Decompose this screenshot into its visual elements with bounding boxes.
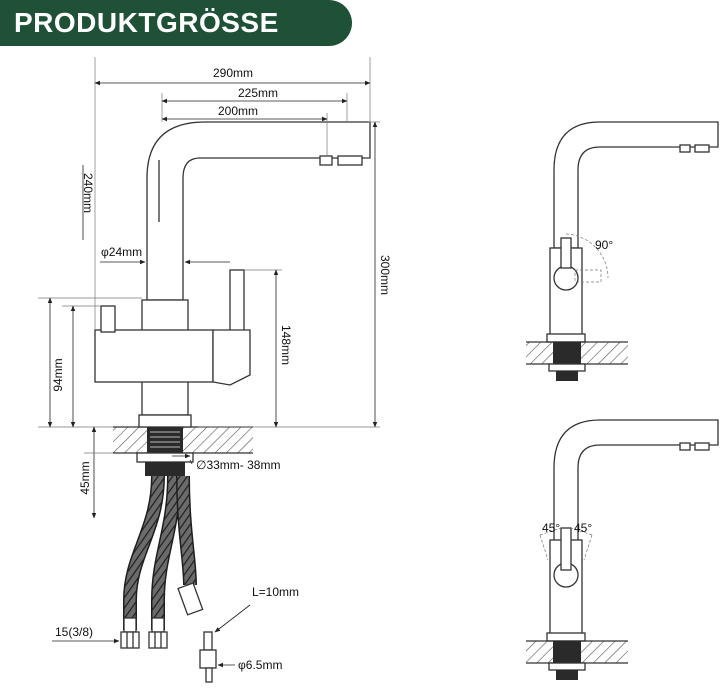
filter-outlet — [337, 155, 363, 166]
dimension-lines — [38, 57, 380, 644]
hose-filter — [177, 475, 196, 586]
mixer-block — [94, 329, 214, 383]
title-banner: PRODUKTGRÖSSE — [0, 0, 352, 46]
dim-total-height: 300mm — [378, 255, 392, 295]
angle-tilt-right: 45° — [574, 521, 592, 535]
dim-body-diameter: φ24mm — [101, 245, 142, 259]
filter-lever — [100, 305, 116, 333]
dim-base-height: 94mm — [51, 358, 65, 391]
hose-right — [152, 475, 180, 630]
dim-shank-length: 45mm — [78, 461, 92, 494]
dim-total-width: 290mm — [213, 66, 253, 80]
lever-housing — [212, 329, 251, 386]
pipe-fitting — [199, 631, 217, 683]
side-view-rotation — [526, 121, 719, 381]
dim-spout-reach-outer: 225mm — [238, 86, 278, 100]
dim-fitting-length: L=10mm — [252, 585, 299, 599]
banner-title: PRODUKTGRÖSSE — [14, 7, 279, 38]
shank-thread — [147, 427, 183, 453]
main-faucet-view — [94, 121, 371, 683]
hose-connector-left — [120, 617, 140, 649]
angle-tilt-left: 45° — [542, 521, 560, 535]
side-view-tilt — [526, 419, 719, 680]
angle-rotation: 90° — [595, 238, 613, 252]
dim-fitting-diameter: φ6.5mm — [238, 658, 282, 672]
hose-connector-right — [148, 617, 168, 649]
hose-left — [124, 475, 164, 630]
filter-hose-tip — [177, 582, 204, 616]
dim-hose-connector: 15(3/8) — [55, 625, 93, 639]
dim-spout-height: 240mm — [81, 173, 95, 213]
spout — [146, 121, 371, 301]
dim-hole-diameter: ∅33mm- 38mm — [196, 458, 280, 472]
threaded-stud — [145, 462, 185, 476]
mounting-nut — [136, 452, 194, 463]
lever-knob — [553, 265, 579, 291]
aerator — [319, 155, 333, 166]
dim-spout-reach-inner: 200mm — [218, 104, 258, 118]
base-ring — [138, 414, 192, 428]
dim-handle-height: 148mm — [279, 325, 293, 365]
